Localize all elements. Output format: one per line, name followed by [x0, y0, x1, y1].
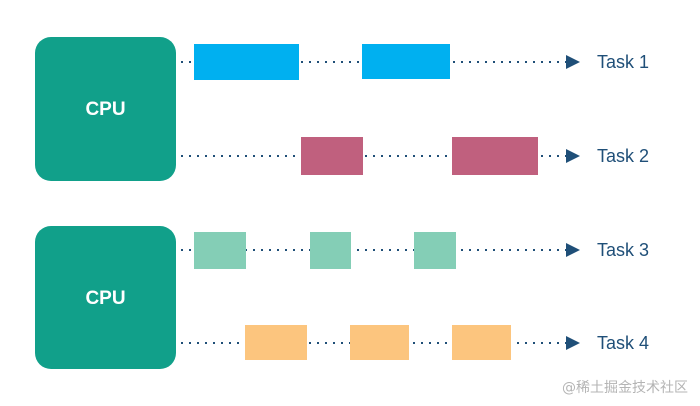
task-row-4: Task 4: [181, 325, 649, 360]
cpu-label-2: CPU: [85, 288, 125, 309]
task-label-4: Task 4: [597, 333, 649, 353]
cpu-box-1: [35, 37, 176, 181]
task-4-slice-3: [452, 325, 511, 360]
task-3-slice-1: [194, 232, 246, 269]
task-4-slice-1: [245, 325, 307, 360]
task-label-3: Task 3: [597, 240, 649, 260]
watermark: @稀土掘金技术社区: [562, 380, 688, 396]
arrow-head-1: [566, 55, 580, 69]
task-3-slice-3: [414, 232, 456, 269]
arrow-head-4: [566, 336, 580, 350]
task-2-slice-1: [301, 137, 363, 175]
task-1-slice-2: [362, 44, 450, 79]
task-3-slice-2: [310, 232, 351, 269]
arrow-head-2: [566, 149, 580, 163]
task-row-2: Task 2: [181, 137, 649, 175]
task-row-1: Task 1: [181, 44, 649, 80]
cpu-box-2: [35, 226, 176, 369]
cpu-label-1: CPU: [85, 99, 125, 120]
task-2-slice-2: [452, 137, 538, 175]
cpu-block-1: CPU: [35, 37, 176, 181]
arrow-head-3: [566, 243, 580, 257]
task-label-2: Task 2: [597, 146, 649, 166]
task-1-slice-1: [194, 44, 299, 80]
cpu-block-2: CPU: [35, 226, 176, 369]
task-row-3: Task 3: [181, 232, 649, 269]
task-4-slice-2: [350, 325, 409, 360]
task-label-1: Task 1: [597, 52, 649, 72]
